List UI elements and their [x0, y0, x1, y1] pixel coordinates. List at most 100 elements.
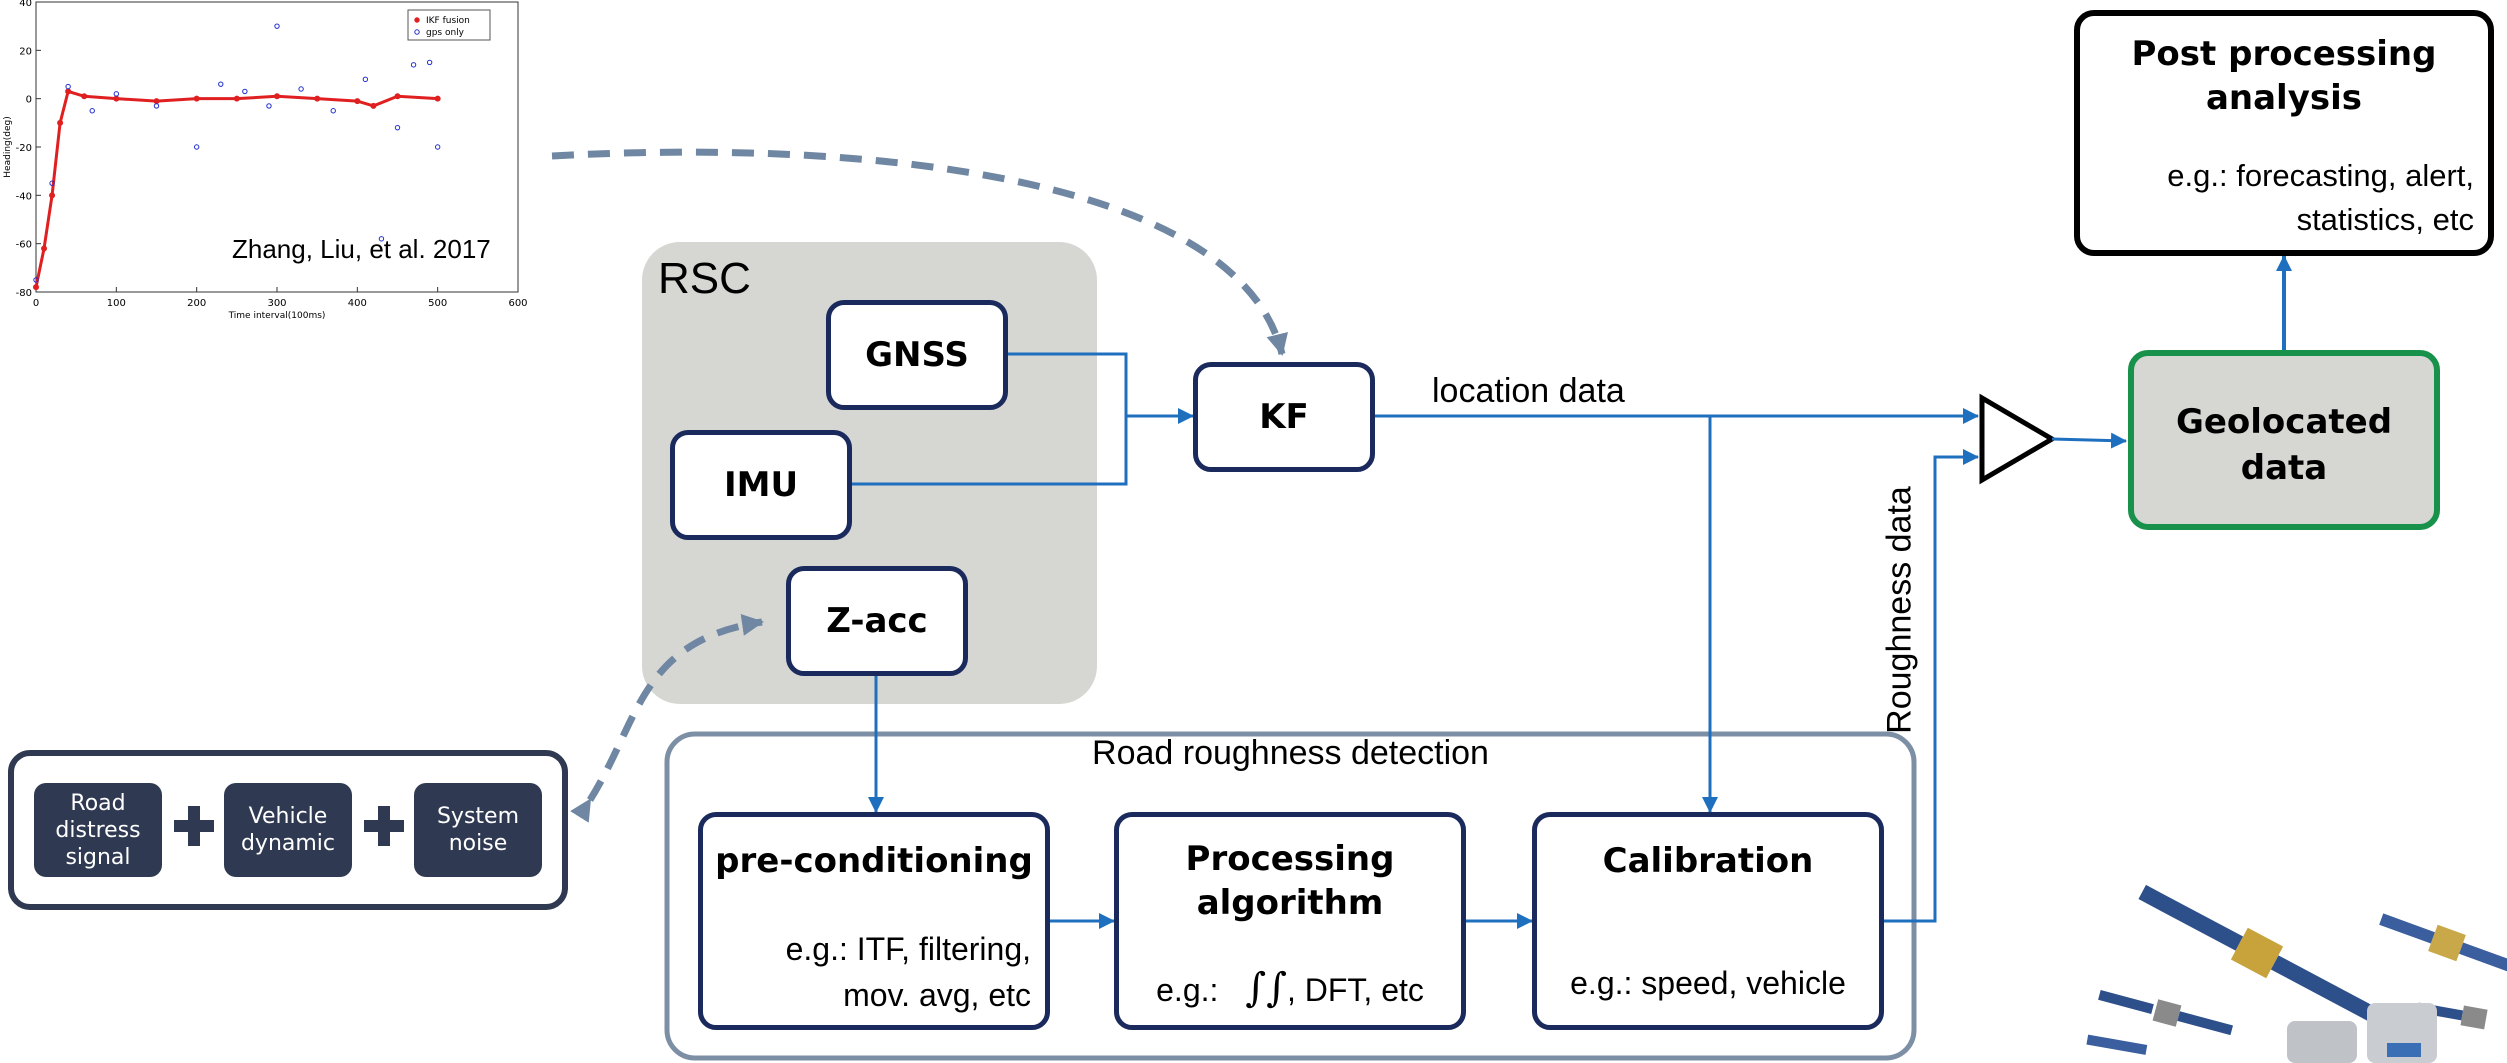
processing-title-line1: Processing	[1185, 839, 1395, 879]
data-point	[298, 86, 304, 92]
y-tick-label: -20	[16, 143, 32, 154]
data-point	[370, 102, 377, 109]
noise-line: noise	[448, 831, 508, 856]
data-point	[362, 76, 369, 83]
data-point	[49, 180, 55, 186]
data-point	[274, 93, 280, 100]
calibration-box: Calibration e.g.: speed, vehicle	[1532, 812, 1884, 1030]
satellite-icon	[2086, 1034, 2148, 1055]
post-desc-line1: e.g.: forecasting, alert,	[2167, 158, 2474, 193]
dynamic-line: dynamic	[240, 831, 336, 856]
chart-citation: Zhang, Liu, et al. 2017	[232, 234, 491, 264]
road-line: Road	[70, 790, 126, 816]
calibration-title: Calibration	[1602, 841, 1814, 881]
y-axis-label: Heading(deg)	[3, 116, 13, 177]
x-axis-label: Time interval(100ms)	[228, 311, 326, 321]
data-point	[354, 98, 361, 105]
y-tick-label: 0	[26, 95, 32, 106]
y-tick-label: -40	[16, 191, 32, 202]
post-title-line2: analysis	[2205, 78, 2363, 118]
data-point	[274, 23, 280, 29]
post-processing-box: Post processing analysis e.g.: forecasti…	[2074, 10, 2494, 256]
satellite-icon	[2138, 884, 2376, 1022]
chart-to-kf-dashed-curve	[551, 148, 1288, 356]
legend-label: gps only	[426, 28, 465, 38]
data-point	[153, 103, 160, 109]
precond-desc-line2: mov. avg, etc	[843, 977, 1031, 1013]
legend-marker	[414, 17, 420, 23]
data-point	[330, 108, 336, 114]
x-tick-label: 600	[508, 298, 527, 309]
zacc-box: Z-acc	[786, 566, 968, 676]
geolocated-line1: Geolocated	[2175, 402, 2393, 442]
y-tick-label: 40	[19, 0, 32, 9]
x-tick-label: 200	[187, 298, 206, 309]
y-tick-label: 20	[19, 46, 32, 57]
processing-desc-prefix: e.g.:	[1156, 972, 1219, 1008]
roughness-data-label: Roughness data	[1870, 480, 1930, 740]
data-point	[193, 144, 200, 150]
precond-desc-line1: e.g.: ITF, filtering,	[785, 931, 1031, 967]
x-tick-label: 100	[107, 298, 126, 309]
data-point	[314, 95, 321, 102]
data-point	[89, 108, 95, 114]
precond-box: pre-conditioning e.g.: ITF, filtering, m…	[698, 812, 1050, 1030]
double-integral-symbol: ∫∫	[1245, 965, 1287, 1011]
data-point	[41, 245, 48, 252]
signal-to-zacc-dashed-curve	[570, 614, 764, 823]
gnss-box: GNSS	[826, 300, 1008, 410]
data-point	[33, 284, 39, 291]
y-tick-label: -60	[16, 240, 32, 251]
x-tick-label: 400	[348, 298, 367, 309]
data-point	[394, 124, 401, 131]
chart-plot-area	[35, 1, 519, 293]
vehicle-line: Vehicle	[248, 804, 328, 829]
data-point	[242, 88, 248, 95]
distress-line: distress	[55, 817, 141, 843]
x-tick-label: 0	[33, 298, 39, 309]
data-point	[33, 277, 39, 283]
chart-frame	[35, 1, 519, 293]
data-point	[218, 81, 224, 87]
calibration-to-combiner-arrow	[1884, 449, 1979, 923]
data-point	[434, 95, 441, 102]
combiner-to-geolocated-arrow	[2051, 432, 2127, 449]
gnss-to-kf-line	[1006, 352, 1128, 416]
data-point	[57, 119, 64, 126]
chart-points	[33, 23, 441, 291]
post-desc-line2: statistics, etc	[2296, 202, 2474, 237]
legend-box	[407, 9, 491, 41]
data-point	[410, 62, 417, 68]
legend-marker	[414, 29, 420, 35]
data-point	[266, 103, 272, 109]
road-roughness-title: Road roughness detection	[1092, 734, 1489, 772]
satellite-icon	[2379, 913, 2507, 973]
post-title-line1: Post processing	[2131, 34, 2437, 74]
data-point	[193, 95, 200, 102]
data-point	[81, 93, 88, 100]
legend-label: IKF fusion	[426, 16, 470, 26]
imu-to-kf-line	[852, 416, 1128, 486]
data-point	[426, 59, 433, 66]
processing-desc-suffix: , DFT, etc	[1286, 972, 1424, 1008]
plus-icon	[364, 806, 404, 846]
device-box	[2287, 1021, 2357, 1063]
roughness-data-text: Roughness data	[1880, 486, 1919, 734]
data-point	[233, 95, 240, 102]
data-point	[113, 91, 120, 97]
location-data-label: location data	[1432, 372, 1625, 410]
data-point	[65, 83, 71, 90]
precond-title: pre-conditioning	[715, 841, 1033, 881]
road-roughness-frame	[664, 731, 1917, 1061]
satellite-icon	[2098, 990, 2234, 1036]
data-point	[378, 236, 385, 242]
data-point	[434, 144, 441, 150]
combiner-triangle	[1979, 393, 2057, 485]
geolocated-data-box: Geolocated data	[2128, 350, 2440, 530]
